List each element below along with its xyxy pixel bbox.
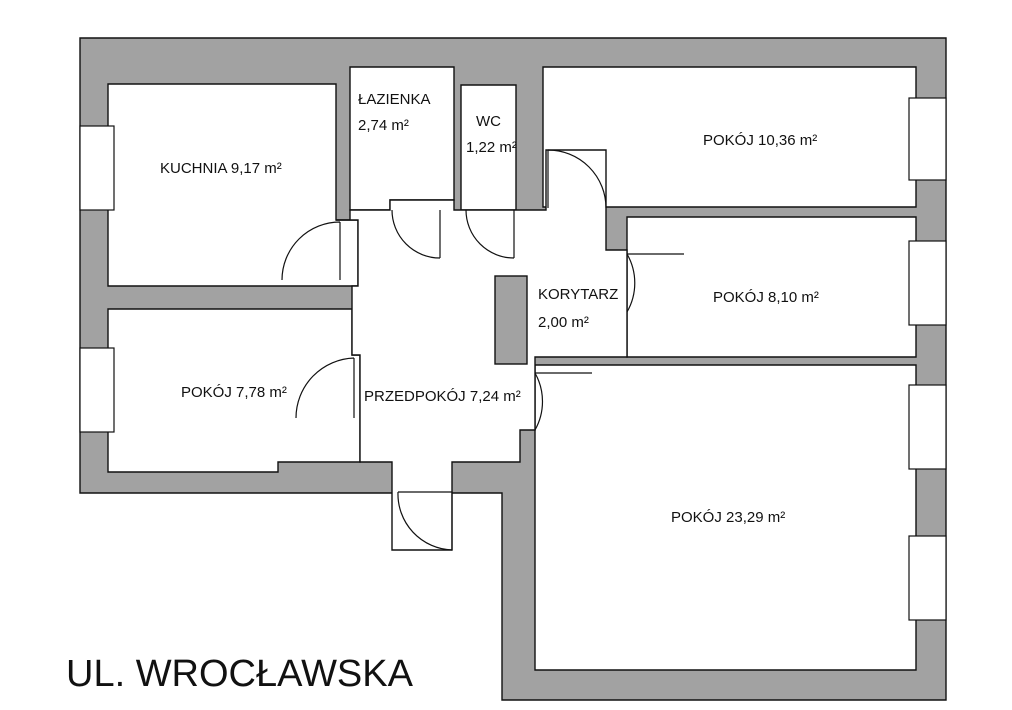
label-korytarz: KORYTARZ 2,00 m² [538, 286, 622, 331]
window-pokoj-8 [908, 240, 947, 326]
window-pokoj-23-top [908, 384, 947, 470]
street-name: UL. WROCŁAWSKA [66, 653, 414, 695]
door-entrance [397, 491, 453, 551]
door-pokoj-7 [295, 357, 355, 419]
label-pokoj-8: POKÓJ 8,10 m² [713, 289, 819, 306]
room-pokoj-23 [534, 364, 917, 671]
label-przedpokoj: PRZEDPOKÓJ 7,24 m² [364, 388, 521, 405]
window-pokoj-7 [79, 347, 115, 433]
label-pokoj-23: POKÓJ 23,29 m² [671, 509, 785, 526]
label-pokoj-7: POKÓJ 7,78 m² [181, 384, 287, 401]
window-kuchnia [79, 125, 115, 211]
door-pokoj-8 [626, 253, 684, 313]
door-kuchnia [281, 221, 341, 281]
label-lazienka: ŁAZIENKA 2,74 m² [358, 91, 434, 134]
label-wc: WC 1,22 m² [466, 113, 517, 156]
room-pokoj-8 [626, 216, 917, 358]
door-lazienka [391, 209, 441, 259]
door-wc [465, 209, 515, 259]
window-pokoj-23-bottom [908, 535, 947, 621]
room-pokoj-10 [542, 66, 917, 208]
corridor-pillar [494, 275, 528, 365]
label-kuchnia: KUCHNIA 9,17 m² [160, 160, 282, 177]
room-lazienka [349, 66, 455, 211]
door-pokoj-10 [547, 149, 607, 209]
door-pokoj-23 [534, 372, 592, 431]
window-pokoj-10 [908, 97, 947, 181]
room-hall [336, 149, 628, 551]
room-kuchnia [107, 83, 359, 287]
label-pokoj-10: POKÓJ 10,36 m² [703, 132, 817, 149]
